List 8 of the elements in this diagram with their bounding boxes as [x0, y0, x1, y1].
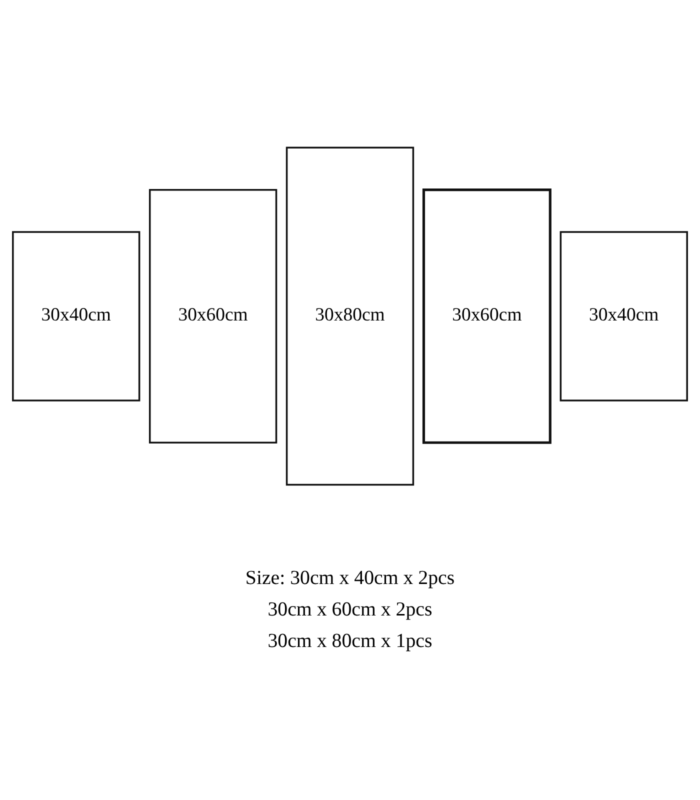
- node-box: 30x60cm: [422, 188, 552, 444]
- node-box: 30x80cm: [286, 146, 414, 486]
- node-box: 30x40cm: [12, 230, 140, 401]
- node-box: 30x40cm: [560, 230, 688, 401]
- label: 30cm x 60cm x 2pcs: [268, 598, 432, 620]
- label: Size: 30cm x 40cm x 2pcs: [245, 566, 455, 588]
- node-box: 30x60cm: [148, 188, 278, 444]
- label: 30cm x 80cm x 1pcs: [268, 630, 432, 652]
